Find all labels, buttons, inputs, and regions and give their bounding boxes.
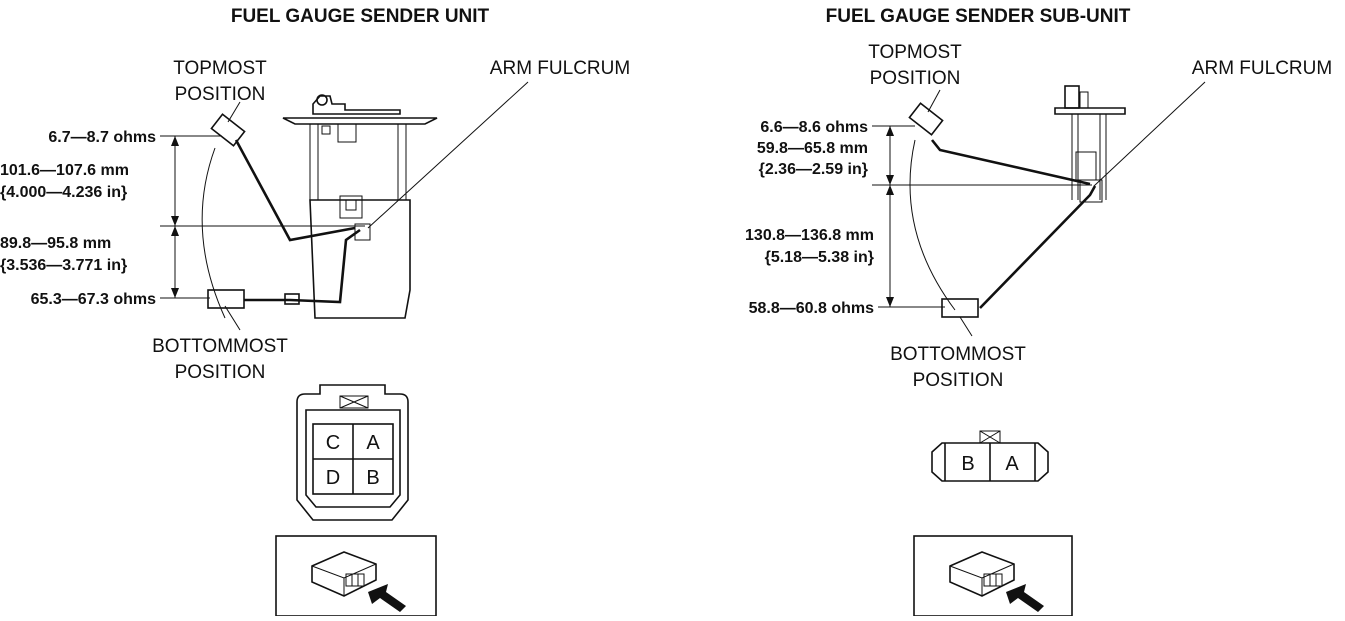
sender-unit-title: FUEL GAUGE SENDER UNIT xyxy=(231,6,490,27)
subunit-topmost-label-line2: POSITION xyxy=(870,68,961,89)
subunit-upper-distance-mm: 59.8—65.8 mm xyxy=(757,140,868,157)
float-topmost xyxy=(210,113,246,147)
dimension-lines xyxy=(160,135,365,299)
pin-c: C xyxy=(326,432,340,454)
pin-b: B xyxy=(366,467,379,489)
subunit-float-topmost xyxy=(908,102,944,136)
subunit-connector-view-icon xyxy=(913,535,1073,617)
sender-unit-diagram: FUEL GAUGE SENDER UNIT TOPMOST POSITION … xyxy=(0,6,630,617)
topmost-label-line1: TOPMOST xyxy=(173,58,267,79)
pump-module-body xyxy=(282,94,438,319)
sender-subunit-title: FUEL GAUGE SENDER SUB-UNIT xyxy=(826,6,1131,27)
subunit-top-resistance-value: 6.6—8.6 ohms xyxy=(760,119,868,136)
bottommost-label-line1: BOTTOMMOST xyxy=(152,336,288,357)
subunit-lower-distance-mm: 130.8—136.8 mm xyxy=(745,227,874,244)
subunit-lower-distance-in: {5.18—5.38 in} xyxy=(765,249,874,266)
subunit-bottom-resistance-value: 58.8—60.8 ohms xyxy=(749,300,875,317)
subunit-connector: B A xyxy=(931,430,1049,482)
bottommost-label-line2: POSITION xyxy=(175,362,266,383)
connector-view-icon xyxy=(275,535,437,617)
upper-distance-mm: 101.6—107.6 mm xyxy=(0,162,129,179)
float-swing-arc xyxy=(201,147,226,319)
bottom-resistance-value: 65.3—67.3 ohms xyxy=(31,291,157,308)
subunit-view-arrow-icon xyxy=(1006,584,1044,612)
pin-a: A xyxy=(366,432,380,454)
sender-unit-connector: C A D B xyxy=(296,384,409,521)
lower-distance-in: {3.536—3.771 in} xyxy=(0,257,127,274)
subunit-topmost-label-line1: TOPMOST xyxy=(868,42,962,63)
subunit-bottommost-label-line1: BOTTOMMOST xyxy=(890,344,1026,365)
subunit-dimension-lines xyxy=(872,125,1092,308)
pin-d: D xyxy=(326,467,340,489)
subunit-pin-b: B xyxy=(961,453,974,475)
subunit-arm-fulcrum-label: ARM FULCRUM xyxy=(1192,58,1332,79)
float-bottommost xyxy=(207,289,245,309)
float-arm xyxy=(207,113,361,309)
subunit-bottommost-label-line2: POSITION xyxy=(913,370,1004,391)
subunit-module-body xyxy=(1054,85,1126,203)
subunit-pin-a: A xyxy=(1005,453,1019,475)
subunit-float-bottommost xyxy=(941,298,979,318)
top-resistance-value: 6.7—8.7 ohms xyxy=(48,129,156,146)
view-arrow-icon xyxy=(368,584,406,612)
topmost-label-line2: POSITION xyxy=(175,84,266,105)
sender-subunit-diagram: FUEL GAUGE SENDER SUB-UNIT TOPMOST POSIT… xyxy=(745,6,1332,617)
subunit-float-swing-arc xyxy=(909,139,956,311)
upper-distance-in: {4.000—4.236 in} xyxy=(0,184,127,201)
subunit-float-arm xyxy=(908,102,1097,318)
subunit-upper-distance-in: {2.36—2.59 in} xyxy=(759,161,868,178)
arm-fulcrum-label: ARM FULCRUM xyxy=(490,58,630,79)
lower-distance-mm: 89.8—95.8 mm xyxy=(0,235,111,252)
